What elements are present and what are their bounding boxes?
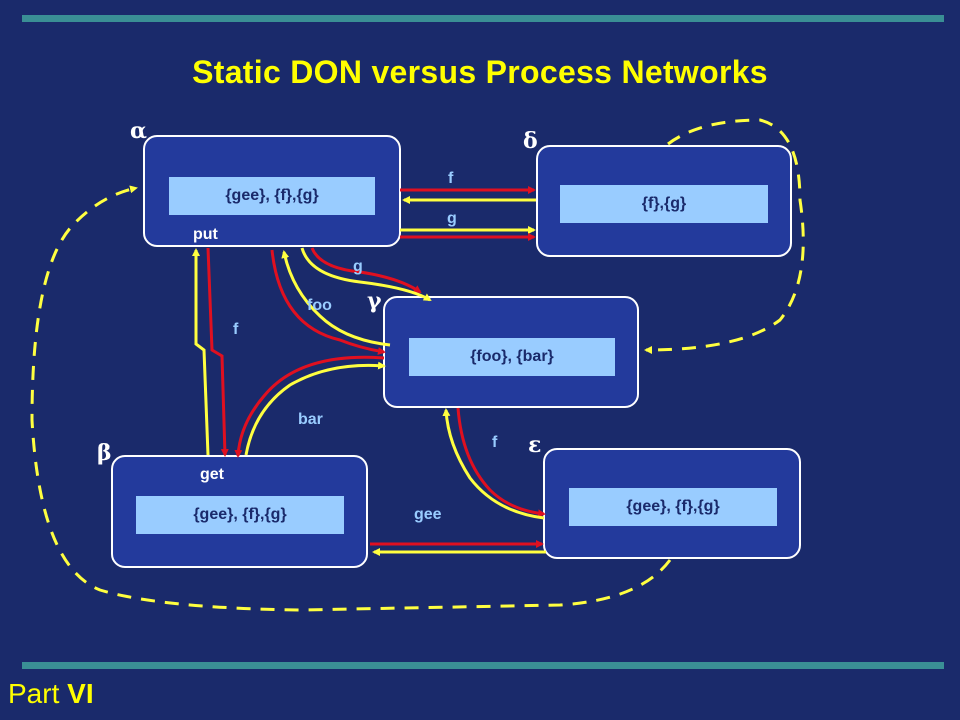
arrow-f-epsilon-to-gamma-yellow: [442, 408, 545, 520]
top-rule: [22, 15, 944, 22]
arrow-f-gamma-to-epsilon-red: [456, 407, 546, 518]
arrow-f-alpha-to-beta-red: [206, 247, 229, 457]
label-gee: gee: [414, 506, 442, 523]
epsilon-symbol: ε: [528, 432, 542, 458]
process-delta[interactable]: {f},{g}: [536, 145, 792, 257]
process-alpha[interactable]: {gee}, {f},{g}: [143, 135, 401, 247]
delta-symbol: δ: [523, 128, 538, 154]
alpha-symbol: α: [130, 118, 147, 144]
process-beta[interactable]: {gee}, {f},{g}: [111, 455, 368, 568]
process-epsilon[interactable]: {gee}, {f},{g}: [543, 448, 801, 559]
footer-part-label: Part VI: [8, 678, 94, 710]
arrow-g-alpha-to-gamma-red: [310, 247, 422, 294]
page-title: Static DON versus Process Networks: [192, 54, 768, 90]
footer-part-number: VI: [67, 678, 94, 709]
process-epsilon-contents: {gee}, {f},{g}: [569, 488, 777, 526]
process-gamma-contents: {foo}, {bar}: [409, 338, 615, 376]
label-bar: bar: [298, 411, 323, 428]
arrow-bar-gamma-to-beta-red: [234, 355, 385, 458]
arrow-foo-gamma-to-alpha-yellow: [281, 250, 391, 347]
label-f-right: f: [492, 434, 498, 451]
label-g-mid: g: [353, 258, 363, 275]
process-alpha-contents: {gee}, {f},{g}: [169, 177, 375, 215]
gamma-symbol: γ: [367, 288, 382, 314]
label-g-top: g: [447, 210, 457, 227]
process-gamma[interactable]: {foo}, {bar}: [383, 296, 639, 408]
label-foo: foo: [307, 297, 332, 314]
label-get: get: [200, 466, 224, 483]
footer-prefix: Part: [8, 678, 60, 709]
beta-symbol: β: [97, 440, 112, 466]
bottom-rule: [22, 662, 944, 669]
process-beta-contents: {gee}, {f},{g}: [136, 496, 344, 534]
arrow-f-beta-to-alpha-yellow: [192, 248, 210, 456]
process-delta-contents: {f},{g}: [560, 185, 768, 223]
arrow-bar-beta-to-gamma-yellow: [244, 361, 386, 456]
label-f-left: f: [233, 321, 239, 338]
label-f-top: f: [448, 170, 454, 187]
dashed-link-delta-to-gamma: [644, 118, 805, 354]
arrow-foo-alpha-to-gamma-red: [270, 249, 386, 355]
label-put: put: [193, 226, 218, 243]
arrow-g-alpha-to-gamma-yellow: [300, 247, 432, 302]
dashed-link-epsilon-to-alpha: [30, 185, 672, 612]
